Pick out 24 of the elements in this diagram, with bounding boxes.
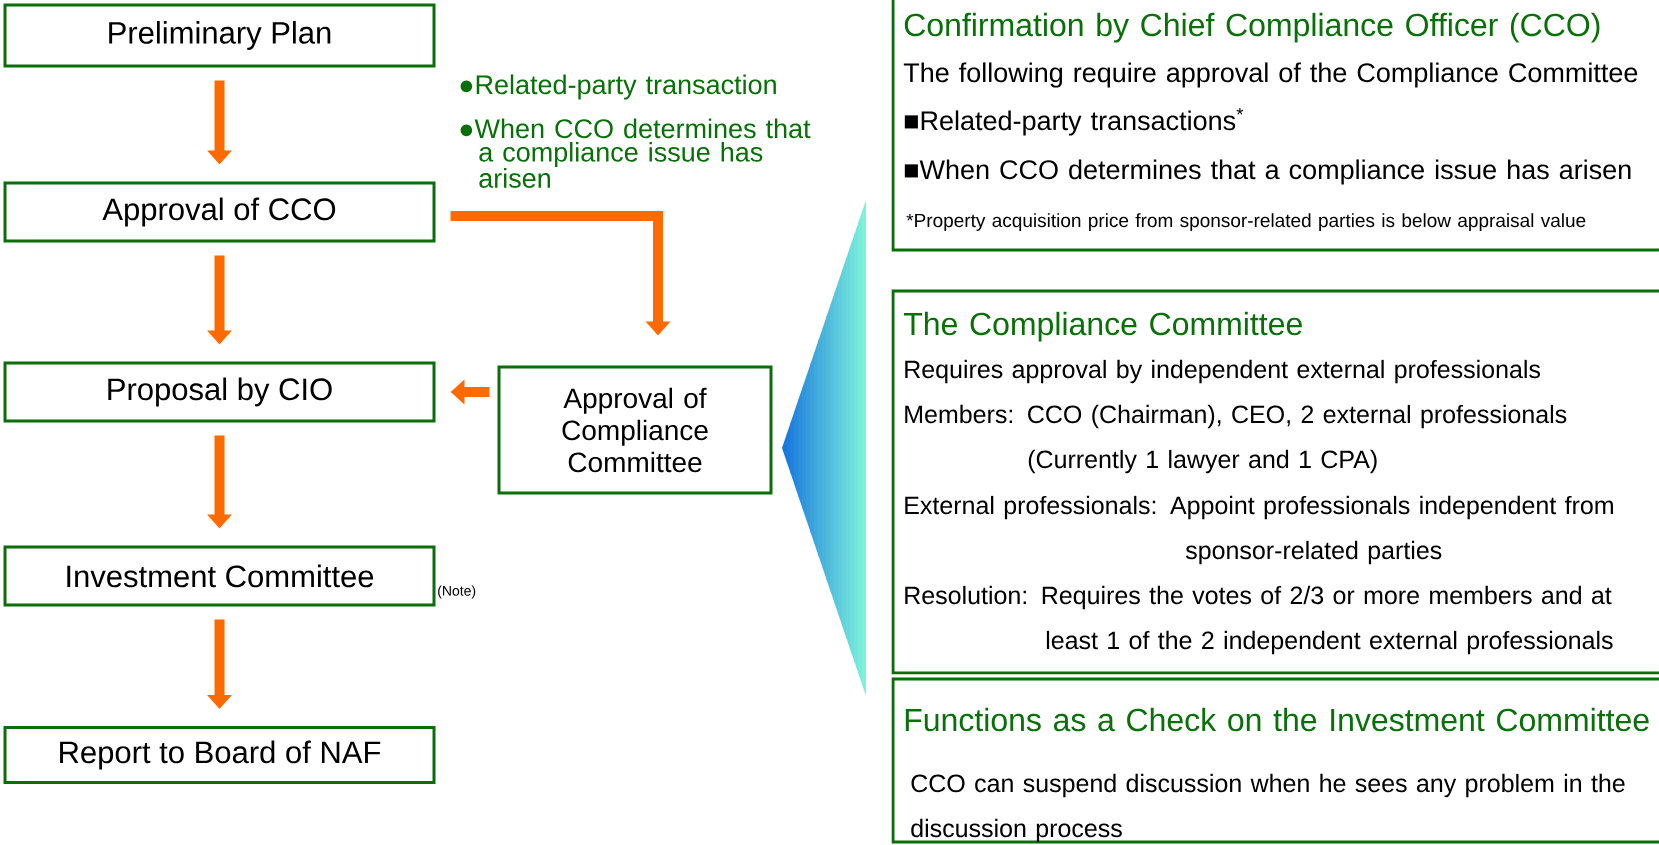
panel-text: ■Related-party transactions$^{*}$ [904, 107, 1244, 136]
process-box: Proposal by CIO [3, 361, 436, 423]
panel-heading: The Compliance Committee [903, 311, 1302, 342]
note-label: (Note) [438, 585, 476, 599]
panel-text: External professionals: Appoint professionals independent from sponsor-related parties [905, 495, 1613, 565]
panel-text: Members: CCO (Chairman), CEO, 2 external professionals (Currently 1 lawyer and 1 CPA) [905, 404, 1567, 474]
process-box: Preliminary Plan [3, 3, 436, 68]
process-box: Investment Committee [3, 545, 436, 607]
info-panel [891, 677, 1659, 844]
panel-text: Requires approval by independent external professionals [905, 359, 1541, 384]
panel-text: The following require approval of the Compliance Committee [903, 62, 1638, 88]
process-box: Approval of Compliance Committee [497, 365, 773, 495]
panel-text: ■When CCO determines that a compliance issue has arisen [904, 159, 1631, 185]
footnote-text: *Property acquisition price from sponsor-related parties is below appraisal value [906, 213, 1586, 231]
info-panel [891, 0, 1659, 252]
panel-text: Resolution: Requires the votes of 2/3 or more members and at least 1 of the 2 independent external professionals [905, 585, 1613, 655]
panel-heading: Confirmation by Chief Compliance Officer (CCO) [904, 12, 1600, 43]
panel-heading: Functions as a Check on the Investment Committee [905, 707, 1649, 732]
condition-text: ●Related-party transaction [460, 74, 776, 100]
process-box: Report to Board of NAF [3, 726, 436, 784]
panel-text: CCO can suspend discussion when he sees any problem in the discussion process [911, 773, 1625, 843]
process-box: Approval of CCO [3, 181, 436, 243]
info-panel [891, 289, 1659, 675]
condition-text: ●When CCO determines that a compliance issue has arisen [460, 118, 811, 188]
